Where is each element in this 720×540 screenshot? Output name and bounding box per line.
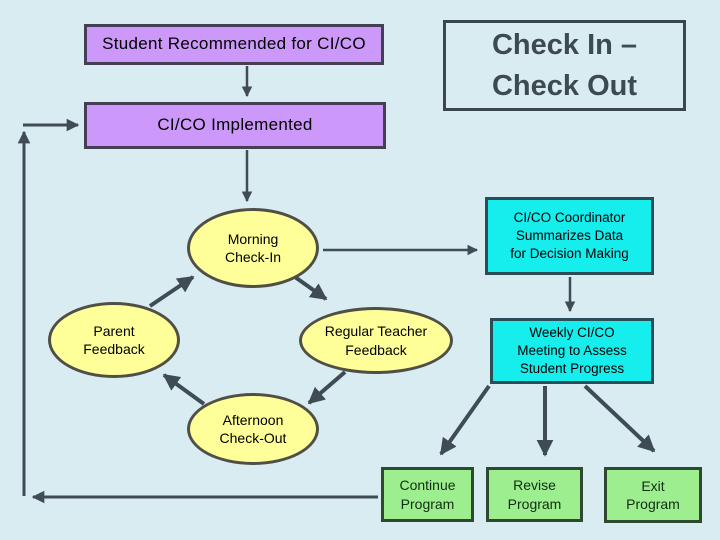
node-continue-program-line1: Continue xyxy=(399,477,456,494)
node-weekly-meeting-line1: Weekly CI/CO xyxy=(529,325,615,341)
node-revise-program-line1: Revise xyxy=(513,477,556,494)
node-morning-checkin: Morning Check-In xyxy=(187,208,319,288)
node-coordinator-line2: Summarizes Data xyxy=(515,228,624,244)
node-afternoon-checkout-line1: Afternoon xyxy=(222,411,284,428)
node-student-recommended: Student Recommended for CI/CO xyxy=(84,24,384,65)
node-teacher-feedback-line1: Regular Teacher xyxy=(324,323,428,340)
node-exit-program-line1: Exit xyxy=(641,477,665,494)
node-revise-program-line2: Program xyxy=(507,495,562,512)
node-parent-feedback: Parent Feedback xyxy=(48,302,180,378)
node-weekly-meeting-line2: Meeting to Assess xyxy=(517,343,627,359)
arrow-weekly-to-exit xyxy=(583,384,656,453)
node-coordinator-line3: for Decision Making xyxy=(510,245,629,261)
node-coordinator-summarizes: CI/CO Coordinator Summarizes Data for De… xyxy=(485,197,654,275)
node-teacher-feedback: Regular Teacher Feedback xyxy=(299,307,453,374)
node-weekly-meeting: Weekly CI/CO Meeting to Assess Student P… xyxy=(490,318,654,384)
node-continue-program-line2: Program xyxy=(400,495,455,512)
node-parent-feedback-line1: Parent xyxy=(93,322,135,339)
node-continue-program: Continue Program xyxy=(381,467,474,522)
node-parent-feedback-line2: Feedback xyxy=(83,341,145,357)
node-coordinator-line1: CI/CO Coordinator xyxy=(513,210,626,226)
arrow-parent-to-morning xyxy=(148,275,195,308)
node-cico-implemented-label: CI/CO Implemented xyxy=(157,115,313,135)
arrow-afternoon-to-parent xyxy=(162,373,206,406)
node-cico-implemented: CI/CO Implemented xyxy=(84,102,386,149)
node-morning-checkin-line2: Check-In xyxy=(224,249,282,265)
node-teacher-feedback-line2: Feedback xyxy=(345,341,407,358)
node-revise-program: Revise Program xyxy=(486,467,583,522)
node-morning-checkin-line1: Morning xyxy=(227,230,279,247)
arrow-weekly-to-continue xyxy=(439,384,491,456)
node-exit-program-line2: Program xyxy=(626,496,680,512)
node-weekly-meeting-line3: Student Progress xyxy=(519,360,625,376)
node-afternoon-checkout-line2: Check-Out xyxy=(219,430,287,446)
arrow-teacher-to-afternoon xyxy=(307,370,347,405)
node-student-recommended-label: Student Recommended for CI/CO xyxy=(102,34,366,54)
slide-title: Check In – Check Out xyxy=(443,20,686,111)
node-afternoon-checkout: Afternoon Check-Out xyxy=(187,393,319,465)
slide-title-line2: Check Out xyxy=(491,69,638,102)
node-exit-program: Exit Program xyxy=(604,467,702,523)
arrow-morning-to-teacher xyxy=(293,275,328,301)
slide-title-line1: Check In – xyxy=(491,29,638,62)
